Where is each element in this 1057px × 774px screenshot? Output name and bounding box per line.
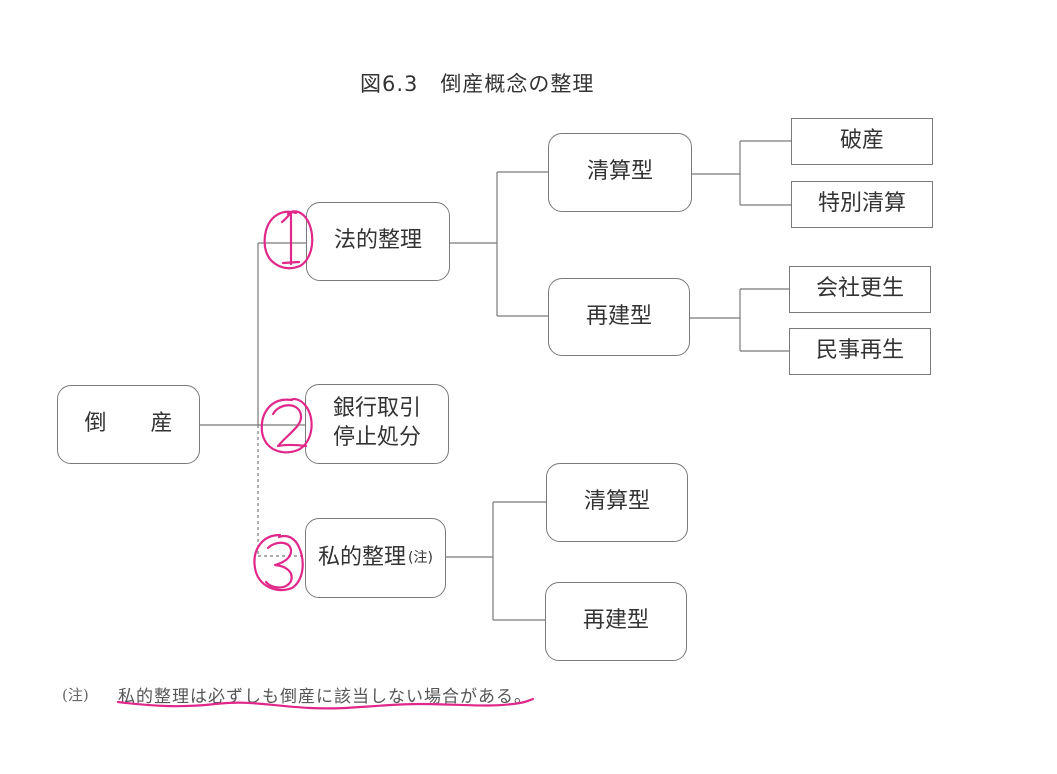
bankruptcy-node: 破産: [791, 118, 933, 165]
figure-title: 図6.3 倒産概念の整理: [360, 72, 595, 96]
legal-rehabilitation-node: 再建型: [548, 278, 690, 356]
legal-rehabilitation-label: 再建型: [585, 303, 652, 329]
private-settlement-label: 私的整理: [318, 544, 407, 570]
private-rehabilitation-label: 再建型: [582, 608, 649, 634]
circled-number-3-annotation: [253, 533, 304, 592]
private-liquidation-label: 清算型: [583, 489, 650, 515]
bankruptcy-label: 破産: [839, 128, 884, 154]
legal-liquidation-label: 清算型: [586, 159, 653, 185]
private-note-mark: (注): [408, 549, 433, 566]
special-liquidation-label: 特別清算: [817, 191, 906, 217]
corporate-reorganization-label: 会社更生: [815, 276, 904, 302]
civil-rehabilitation-node: 民事再生: [789, 328, 931, 375]
footnote-underline-annotation: [116, 697, 535, 710]
circled-number-1-annotation: [263, 210, 314, 270]
corporate-reorganization-node: 会社更生: [789, 266, 931, 313]
private-settlement-node: 私的整理 (注): [305, 518, 446, 598]
private-liquidation-node: 清算型: [546, 463, 688, 542]
bank-suspension-node: 銀行取引 停止処分: [305, 384, 449, 464]
circled-number-2-annotation: [260, 397, 313, 454]
special-liquidation-node: 特別清算: [791, 181, 933, 228]
root-label: 倒 産: [84, 411, 173, 437]
private-rehabilitation-node: 再建型: [545, 582, 687, 661]
civil-rehabilitation-label: 民事再生: [815, 338, 904, 364]
footnote-text: 私的整理は必ずしも倒産に該当しない場合がある。: [118, 687, 532, 707]
root-node: 倒 産: [57, 385, 200, 464]
legal-settlement-label: 法的整理: [333, 228, 422, 254]
footnote-mark: (注): [62, 686, 89, 704]
bank-suspension-label-1: 銀行取引: [332, 396, 421, 422]
legal-settlement-node: 法的整理: [306, 202, 450, 281]
legal-liquidation-node: 清算型: [548, 133, 692, 212]
bank-suspension-label-2: 停止処分: [332, 425, 421, 450]
